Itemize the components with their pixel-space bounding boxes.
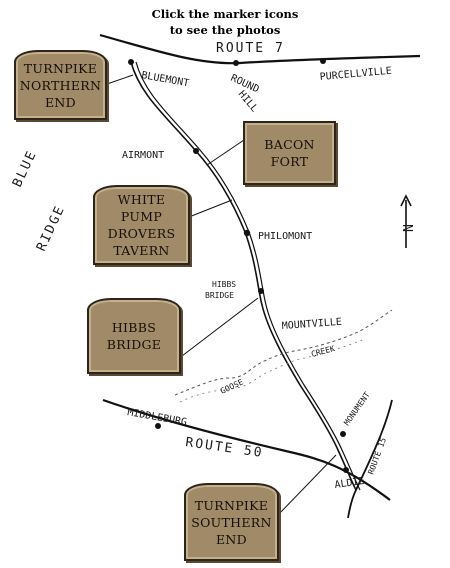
sign-line: TURNPIKE — [23, 60, 98, 76]
north-arrow-icon: N — [400, 194, 417, 248]
instruction-line-2: to see the photos — [169, 23, 281, 37]
purcellville-dot — [320, 58, 326, 64]
airmont-dot — [193, 148, 199, 154]
sign-line: NORTHERN — [19, 77, 102, 93]
leader-northern-end — [106, 74, 134, 85]
north-label: N — [402, 222, 417, 232]
hibbs-bridge-marker[interactable]: HIBBS BRIDGE — [87, 298, 181, 374]
leader-bacon-fort — [206, 139, 245, 166]
mountville-label: MOUNTVILLE — [281, 317, 342, 332]
philomont-label: PHILOMONT — [258, 231, 312, 242]
hibbs-label: HIBBS — [212, 280, 236, 289]
route-15-label: ROUTE 15 — [366, 436, 388, 475]
turnpike-road — [130, 61, 357, 491]
monument-label: MONUMENT — [342, 390, 372, 427]
airmont-label: AIRMONT — [122, 150, 164, 161]
blue-label: BLUE — [10, 148, 40, 190]
sign-line: HIBBS — [111, 320, 157, 335]
sign-line: TURNPIKE — [194, 497, 269, 513]
leader-hibbs-bridge — [181, 297, 259, 357]
sign-line: BACON — [264, 137, 315, 152]
route-7-label: ROUTE 7 — [216, 41, 285, 56]
philomont-dot — [243, 229, 251, 237]
middleburg-dot — [155, 423, 161, 429]
round-hill-dot — [233, 60, 239, 66]
bridge-label: BRIDGE — [205, 291, 234, 300]
instruction-caption: Click the marker icons to see the photos — [0, 6, 450, 38]
sign-line: END — [45, 94, 76, 110]
sign-line: BRIDGE — [106, 337, 162, 352]
hibbs-bridge-dot — [258, 288, 264, 294]
goose-creek-stream — [174, 309, 393, 396]
creek-label: CREEK — [310, 344, 336, 359]
aldie-dot — [343, 467, 349, 473]
sign-line: SOUTHERN — [191, 514, 272, 530]
purcellville-label: PURCELLVILLE — [319, 66, 392, 83]
bluemont-label: BLUEMONT — [140, 70, 189, 89]
sign-line: PUMP — [120, 209, 163, 224]
leader-white-pump — [188, 199, 233, 218]
bacon-fort-marker[interactable]: BACON FORT — [243, 121, 336, 185]
turnpike-southern-end-marker[interactable]: TURNPIKE SOUTHERN END — [184, 483, 279, 561]
route-50-road — [102, 398, 391, 501]
turnpike-northern-end-marker[interactable]: TURNPIKE NORTHERN END — [14, 50, 107, 120]
route-15-road — [347, 399, 393, 519]
goose-creek-bank — [179, 339, 363, 403]
white-pump-drovers-tavern-marker[interactable]: WHITE PUMP DROVERS TAVERN — [93, 185, 190, 265]
turnpike-road-edge — [135, 61, 361, 491]
sign-line: END — [216, 531, 247, 547]
instruction-line-1: Click the marker icons — [151, 7, 299, 21]
leader-southern-end — [277, 454, 337, 516]
monument-dot — [340, 431, 346, 437]
sign-line: DROVERS — [107, 226, 176, 241]
route-7-road — [99, 33, 421, 65]
ridge-label: RIDGE — [34, 203, 68, 254]
sign-line: WHITE — [117, 192, 166, 207]
sign-line: TAVERN — [113, 243, 170, 258]
aldie-label: ALDIE — [334, 476, 365, 491]
route-50-label: ROUTE 50 — [184, 435, 264, 461]
goose-label: GOOSE — [219, 377, 245, 395]
sign-line: FORT — [270, 154, 309, 169]
